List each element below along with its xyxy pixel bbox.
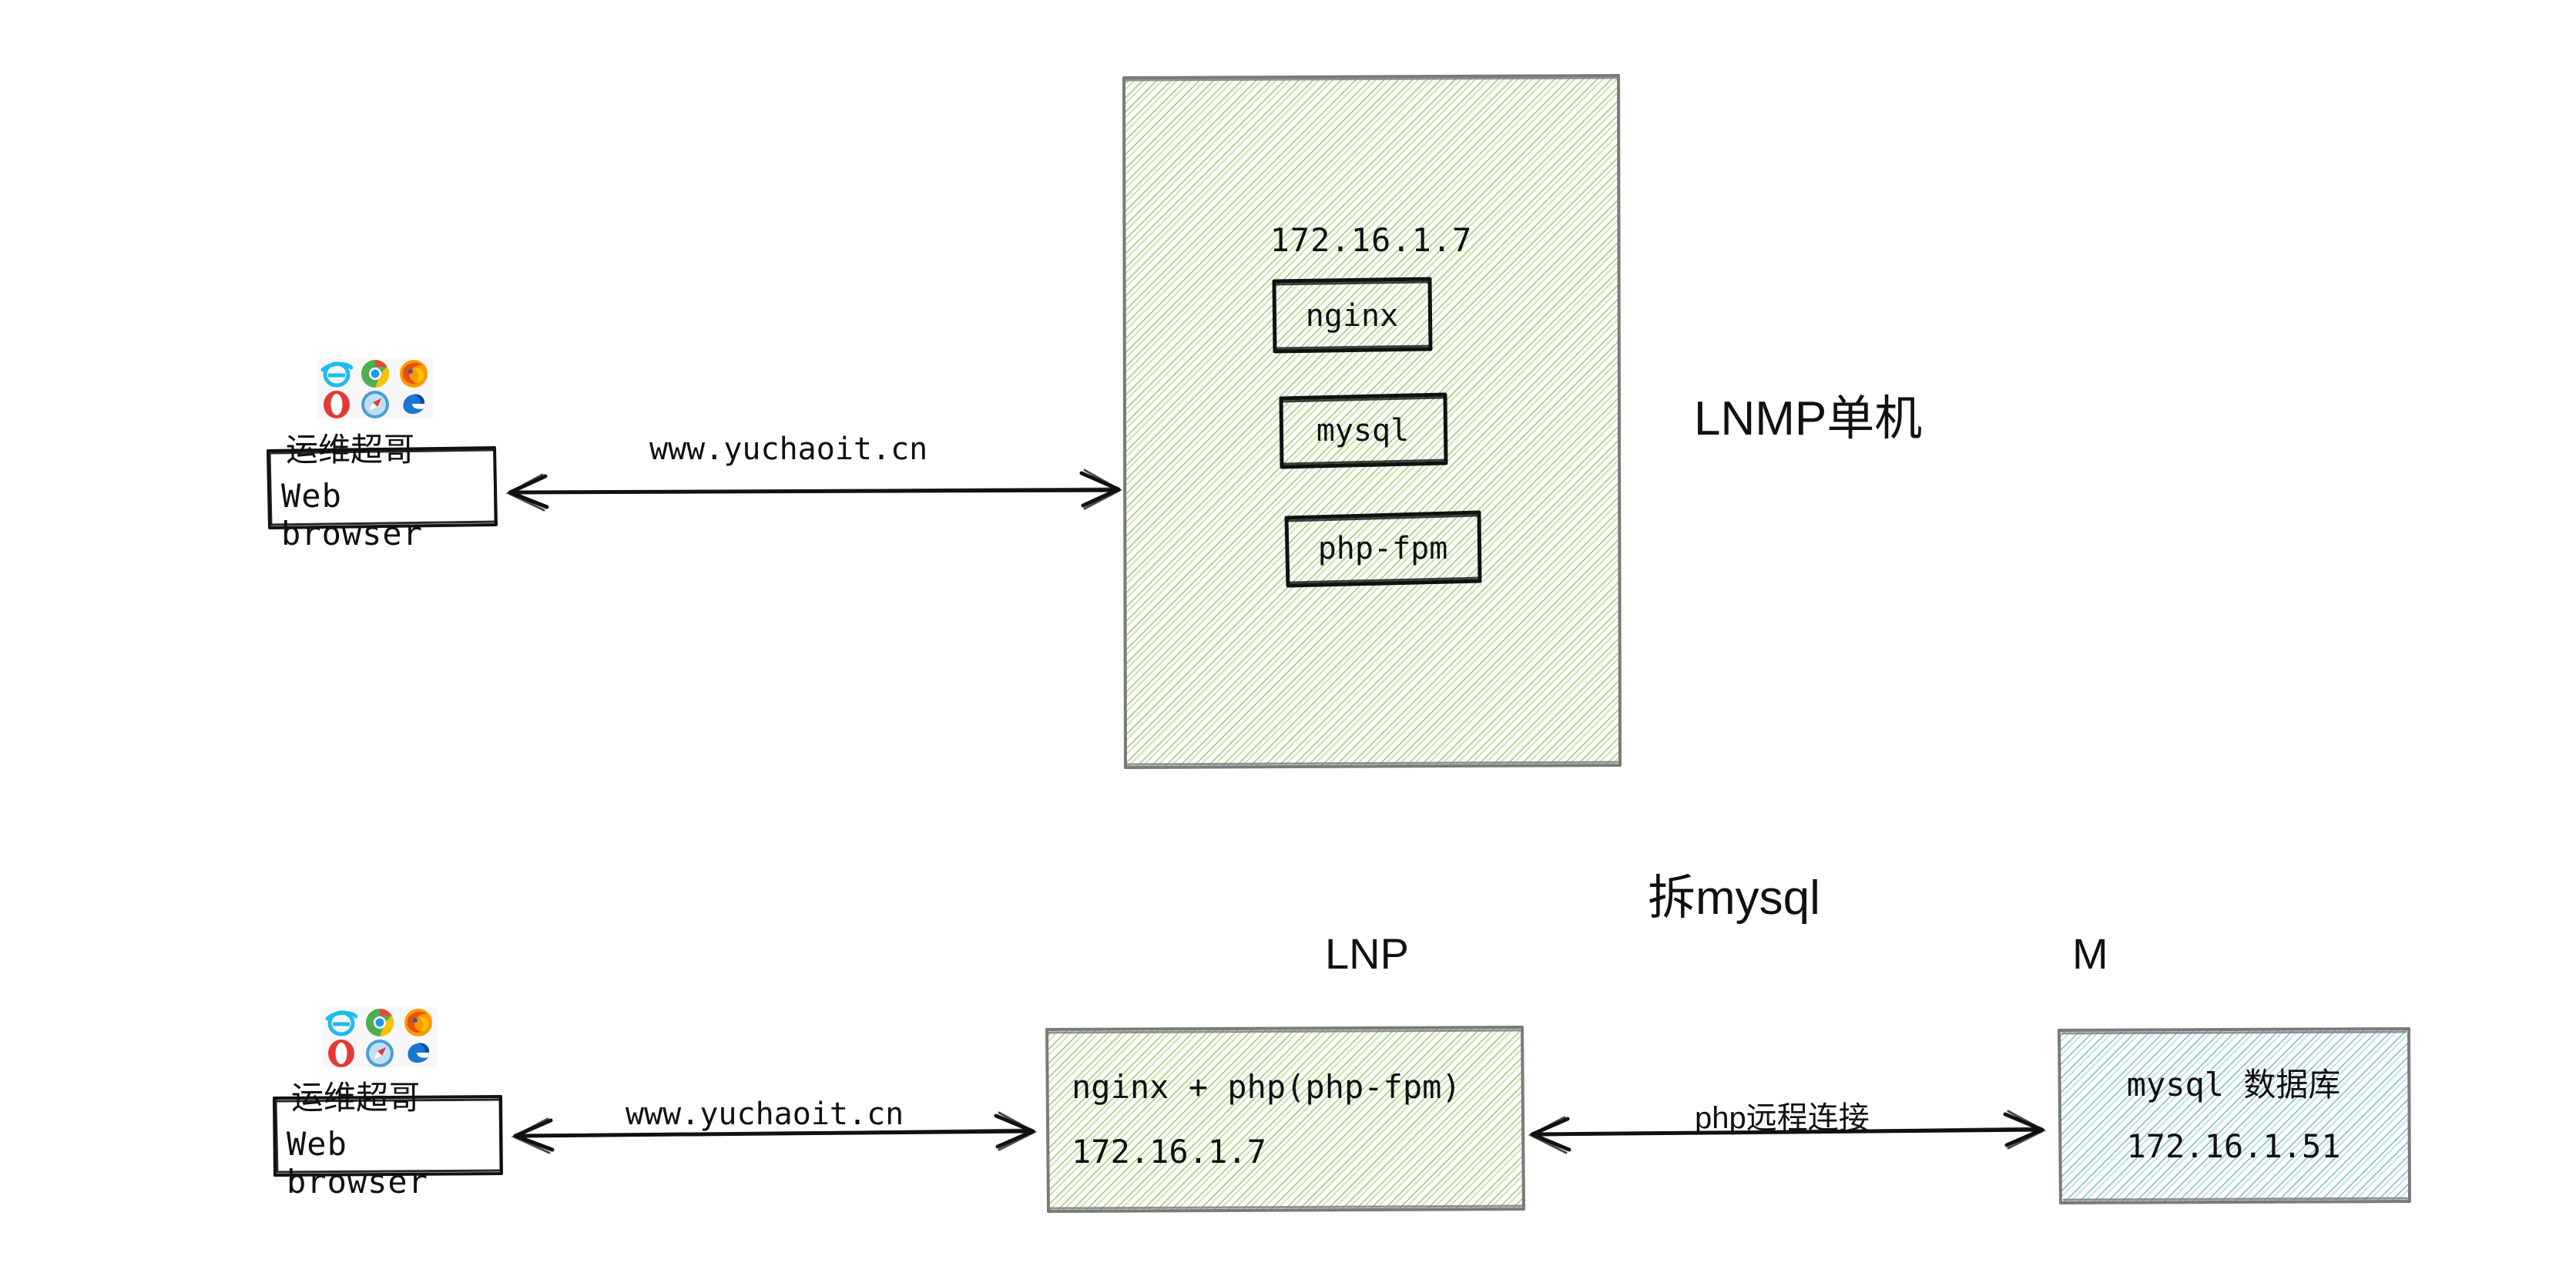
client-en-label-top: Web browser — [281, 476, 424, 553]
firefox-icon — [394, 358, 433, 389]
server-ip-top: 172.16.1.7 — [1270, 221, 1473, 259]
caption-lnmp-standalone: LNMP单机 — [1694, 392, 1923, 445]
browser-icon-grid-top — [317, 358, 433, 418]
chrome-icon — [356, 358, 394, 389]
arrow-web-to-db-bottom — [1521, 1088, 2053, 1165]
opera-icon — [322, 1038, 361, 1069]
client-box-bottom: 运维超哥 Web browser — [271, 1080, 504, 1201]
service-label-mysql: mysql — [1316, 413, 1410, 448]
web-node-box-lnp: nginx + php(php-fpm) 172.16.1.7 — [1044, 1025, 1525, 1214]
caption-lnp: LNP — [1325, 929, 1409, 978]
db-node-box-mysql: mysql 数据库 172.16.1.51 — [2055, 1026, 2412, 1205]
safari-icon — [361, 1038, 399, 1069]
client-box-top: 运维超哥 Web browser — [266, 432, 498, 553]
arrow-client-to-server-top — [499, 455, 1131, 532]
client-en-label-bottom: Web browser — [287, 1124, 429, 1201]
edge-icon — [394, 389, 433, 420]
internet-explorer-icon — [322, 1007, 361, 1038]
browser-icon-grid-bottom — [322, 1007, 438, 1067]
arrow-label-bottom-right: php远程连接 — [1695, 1101, 1870, 1135]
service-box-nginx: nginx — [1271, 277, 1433, 354]
edge-icon — [399, 1038, 438, 1069]
chrome-icon — [361, 1007, 399, 1038]
service-label-nginx: nginx — [1305, 298, 1399, 334]
firefox-icon — [399, 1007, 438, 1038]
service-box-mysql: mysql — [1277, 392, 1448, 469]
client-cn-label-bottom: 运维超哥 — [291, 1079, 421, 1116]
server-box-lnmp: 172.16.1.7 — [1121, 73, 1622, 770]
safari-icon — [356, 389, 394, 420]
opera-icon — [317, 389, 356, 420]
caption-m: M — [2072, 929, 2108, 978]
arrow-client-to-web-bottom — [505, 1088, 1044, 1165]
web-node-line2: 172.16.1.7 — [1072, 1132, 1266, 1171]
internet-explorer-icon — [317, 358, 356, 389]
arrow-label-top: www.yuchaoit.cn — [649, 432, 928, 467]
section-title-split-mysql: 拆mysql — [1648, 872, 1820, 925]
client-cn-label-top: 运维超哥 — [286, 431, 416, 468]
db-node-line2: 172.16.1.51 — [2126, 1127, 2341, 1165]
service-label-php-fpm: php-fpm — [1317, 531, 1448, 566]
web-node-line1: nginx + php(php-fpm) — [1072, 1067, 1461, 1106]
db-node-line1: mysql 数据库 — [2126, 1066, 2341, 1103]
arrow-label-bottom-left: www.yuchaoit.cn — [626, 1097, 904, 1132]
service-box-php-fpm: php-fpm — [1283, 510, 1483, 588]
